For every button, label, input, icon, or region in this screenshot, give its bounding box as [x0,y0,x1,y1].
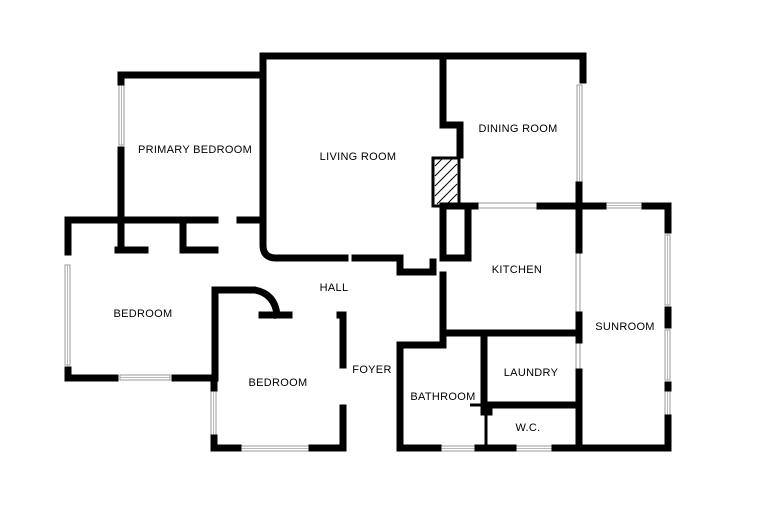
label-living-room: LIVING ROOM [320,151,397,163]
walls [64,52,672,452]
details [341,403,488,445]
label-laundry: LAUNDRY [504,367,559,379]
label-hall: HALL [320,282,349,294]
fireplace-hatch [434,157,458,205]
label-bathroom: BATHROOM [410,391,475,403]
label-bedroom-west: BEDROOM [114,308,173,320]
room-labels: PRIMARY BEDROOM LIVING ROOM DINING ROOM … [114,123,655,434]
label-primary-bedroom: PRIMARY BEDROOM [138,144,252,156]
label-wc: W.C. [515,422,540,434]
label-sunroom: SUNROOM [595,321,655,333]
label-kitchen: KITCHEN [492,264,542,276]
label-foyer: FOYER [352,364,391,376]
label-bedroom-south: BEDROOM [249,377,308,389]
label-dining-room: DINING ROOM [478,123,557,135]
